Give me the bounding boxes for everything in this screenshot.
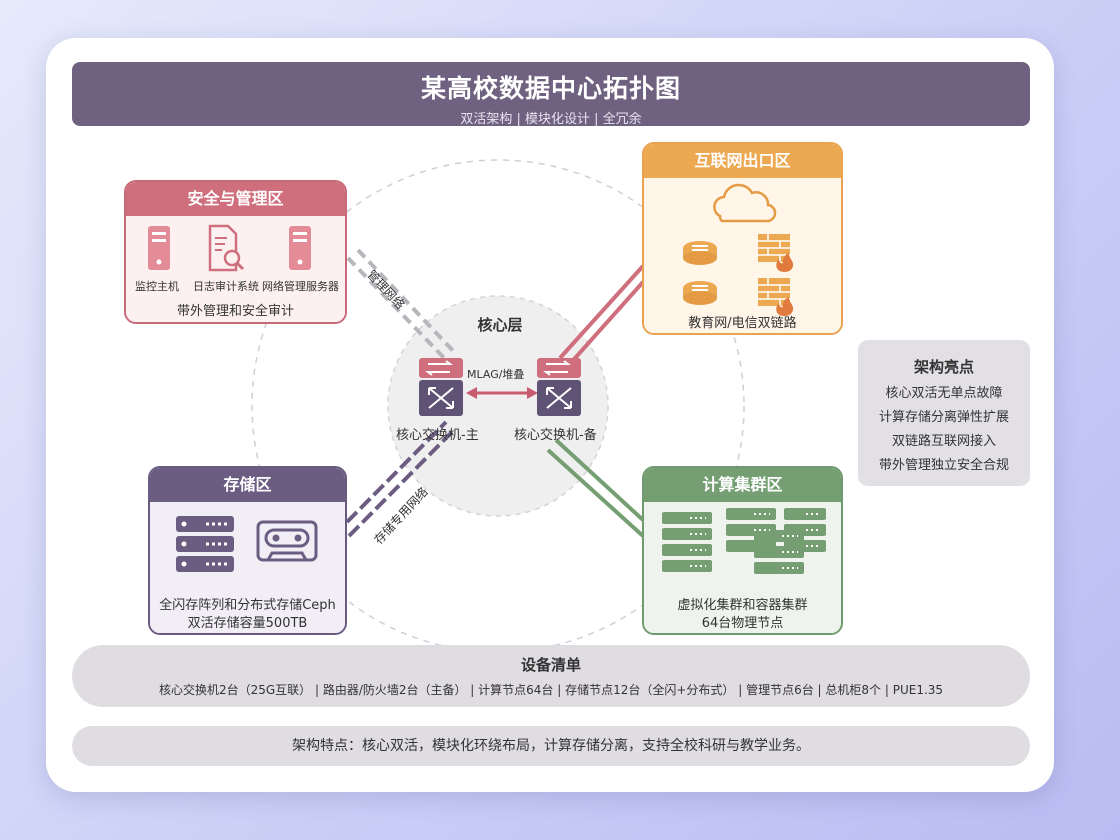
cloud-icon xyxy=(713,183,777,223)
highlight-item: 带外管理独立安全合规 xyxy=(878,458,1009,473)
equipment-text: 核心交换机2台（25G互联） | 路由器/防火墙2台（主备） | 计算节点64台… xyxy=(158,683,944,697)
highlights-title: 架构亮点 xyxy=(913,358,974,376)
security-zone: 安全与管理区 监控主机 xyxy=(124,180,347,324)
security-zone-desc: 带外管理和安全审计 xyxy=(176,304,294,319)
server-icon xyxy=(289,226,311,270)
page-subtitle: 双活架构 | 模块化设计 | 全冗余 xyxy=(460,112,642,127)
internet-zone-desc: 教育网/电信双链路 xyxy=(688,316,797,331)
router-icon xyxy=(683,241,717,265)
core-switch-main-icon xyxy=(419,358,463,416)
core-switch-main-label: 核心交换机-主 xyxy=(396,428,479,443)
features-bar: 架构特点：核心双活，模块化环绕布局，计算存储分离，支持全校科研与教学业务。 xyxy=(72,726,1030,766)
security-icons xyxy=(148,224,311,272)
compute-zone-desc-line2: 64台物理节点 xyxy=(701,616,784,631)
compute-link xyxy=(546,438,645,538)
highlight-item: 核心双活无单点故障 xyxy=(885,386,1003,401)
internet-icons xyxy=(683,183,794,316)
compute-cluster-icon xyxy=(662,508,826,574)
internet-link xyxy=(558,264,645,368)
mlag-label: MLAG/堆叠 xyxy=(467,368,525,381)
router-icon xyxy=(683,281,717,305)
core-layer-title: 核心层 xyxy=(477,316,523,334)
storage-zone-title: 存储区 xyxy=(150,468,345,502)
compute-zone: 计算集群区 虚拟化集群和容器集群 64台物理节点 xyxy=(642,466,843,635)
tape-cartridge-icon xyxy=(256,520,318,562)
device-label: 日志审计系统 xyxy=(193,280,259,293)
compute-zone-desc-line1: 虚拟化集群和容器集群 xyxy=(677,598,808,613)
highlight-item: 双链路互联网接入 xyxy=(891,434,996,449)
device-label: 监控主机 xyxy=(135,280,179,293)
firewall-icon xyxy=(758,234,794,272)
firewall-icon xyxy=(758,278,794,316)
header-banner: 某高校数据中心拓扑图 双活架构 | 模块化设计 | 全冗余 xyxy=(72,62,1030,127)
core-switch-backup-label: 核心交换机-备 xyxy=(514,428,597,443)
management-link xyxy=(346,248,458,364)
storage-icons xyxy=(176,516,318,572)
mlag-arrow xyxy=(466,387,538,399)
device-label: 网络管理服务器 xyxy=(262,280,339,293)
storage-zone: 存储区 全闪存阵列和分布式存储Ceph 双活存储容量500TB xyxy=(148,466,347,635)
internet-zone-title: 互联网出口区 xyxy=(644,144,841,178)
core-ring xyxy=(387,295,609,517)
server-icon xyxy=(148,226,170,270)
storage-link xyxy=(345,420,454,538)
core-switch-backup-icon xyxy=(537,358,581,416)
security-zone-title: 安全与管理区 xyxy=(126,182,345,216)
highlights-panel: 架构亮点 核心双活无单点故障 计算存储分离弹性扩展 双链路互联网接入 带外管理独… xyxy=(858,340,1030,486)
compute-zone-title: 计算集群区 xyxy=(644,468,841,502)
highlight-item: 计算存储分离弹性扩展 xyxy=(878,410,1009,425)
equipment-list: 设备清单 核心交换机2台（25G互联） | 路由器/防火墙2台（主备） | 计算… xyxy=(72,645,1030,707)
internet-zone: 互联网出口区 xyxy=(642,142,843,335)
storage-array-icon xyxy=(176,516,234,572)
page-title: 某高校数据中心拓扑图 xyxy=(420,74,681,103)
storage-zone-desc-line2: 双活存储容量500TB xyxy=(187,616,308,631)
log-audit-icon xyxy=(208,224,245,272)
storage-zone-desc-line1: 全闪存阵列和分布式存储Ceph xyxy=(159,598,336,613)
equipment-title: 设备清单 xyxy=(520,656,581,674)
